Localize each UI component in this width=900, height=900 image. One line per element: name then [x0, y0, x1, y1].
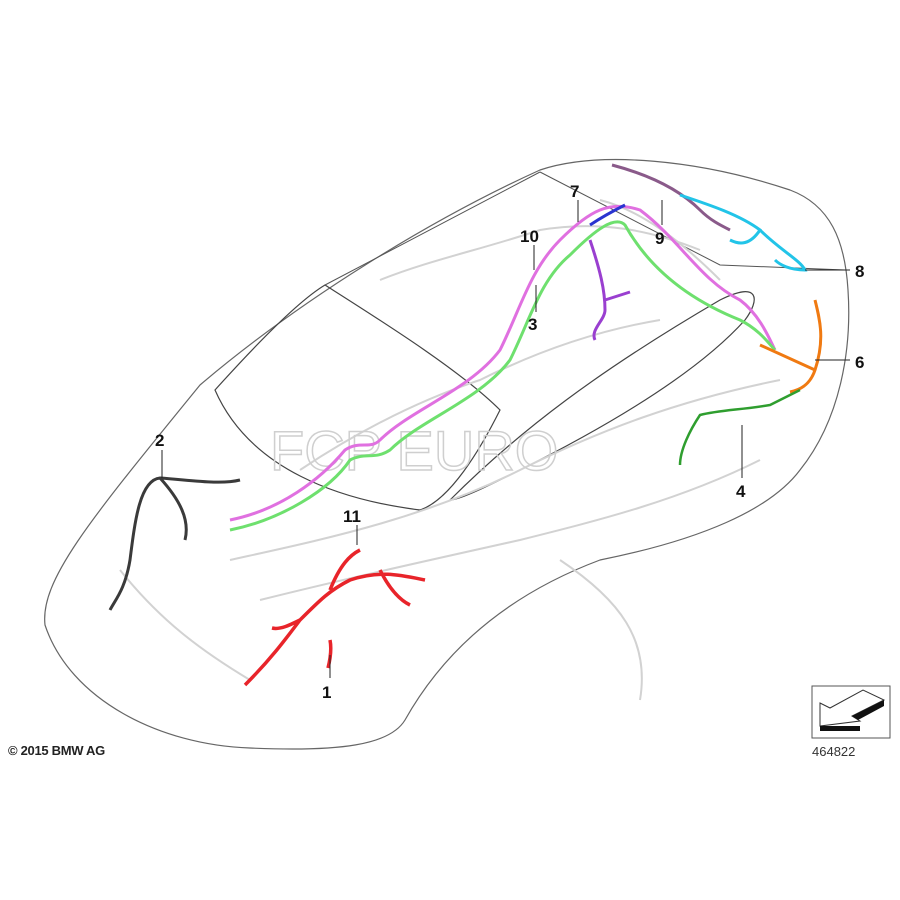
leader-lines — [161, 200, 850, 678]
car-body-outline — [44, 158, 850, 750]
harness-3 — [588, 239, 631, 341]
callout-3: 3 — [528, 315, 537, 334]
harness-9 — [611, 163, 731, 232]
roof-line — [324, 171, 846, 286]
callout-2: 2 — [155, 431, 164, 450]
copyright-text: © 2015 BMW AG — [8, 743, 105, 758]
harness-7 — [589, 203, 626, 227]
windshield-outline — [214, 284, 501, 511]
diagram-number: 464822 — [812, 744, 856, 759]
harness-6 — [759, 299, 823, 394]
watermark: FCP EURO — [270, 419, 558, 482]
callout-11: 11 — [343, 507, 361, 526]
callout-1: 1 — [322, 683, 331, 702]
callout-4: 4 — [736, 482, 746, 501]
callout-10: 10 — [520, 227, 539, 246]
callout-6: 6 — [855, 353, 864, 372]
harness-4 — [678, 388, 801, 466]
harness-10 — [229, 204, 777, 522]
harness-2 — [108, 476, 241, 611]
harness-1 — [243, 548, 426, 687]
harness-green-main — [229, 220, 777, 532]
callout-9: 9 — [655, 229, 664, 248]
callout-8: 8 — [855, 262, 864, 281]
callout-7: 7 — [570, 182, 579, 201]
view-direction-arrow-icon — [811, 685, 891, 739]
